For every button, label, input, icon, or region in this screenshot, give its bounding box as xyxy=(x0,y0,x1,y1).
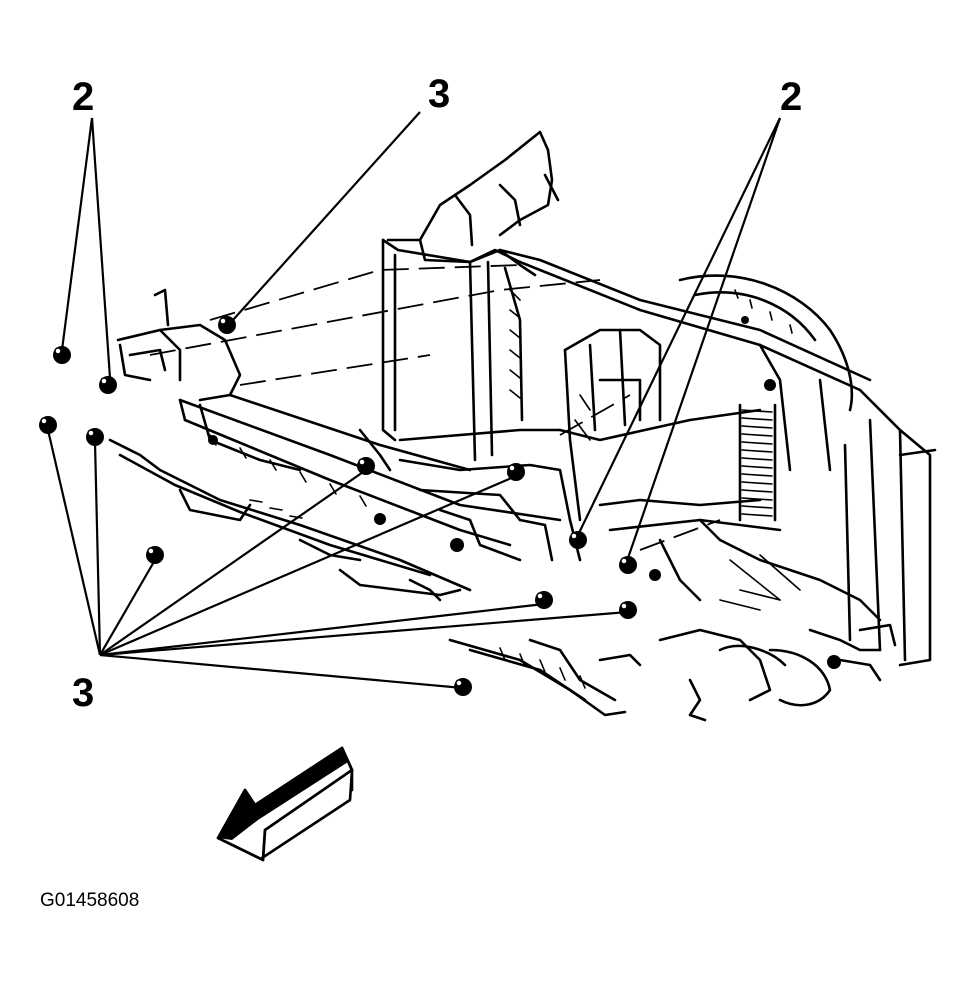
callout-label: 2 xyxy=(72,75,94,119)
bolt xyxy=(218,316,236,334)
hidden-lines xyxy=(149,264,721,551)
bolt xyxy=(741,316,749,324)
callout-labels: 2 3 2 3 xyxy=(72,72,802,715)
bolt xyxy=(146,546,164,564)
fastener-bolts xyxy=(39,316,841,696)
bolt xyxy=(619,556,637,574)
bolt xyxy=(827,655,841,669)
bolt xyxy=(649,569,661,581)
bolt xyxy=(569,531,587,549)
bolt xyxy=(99,376,117,394)
bolt xyxy=(535,591,553,609)
bolt xyxy=(53,346,71,364)
figure-id: G01458608 xyxy=(40,890,139,911)
leader-lines xyxy=(46,111,782,690)
bolt xyxy=(208,435,218,445)
bolt xyxy=(357,457,375,475)
callout-label: 2 xyxy=(780,75,802,119)
callout-label: 3 xyxy=(72,671,94,715)
front-bumper-beam xyxy=(108,288,562,602)
callout-label: 3 xyxy=(428,72,450,116)
vehicle-frame-drawing xyxy=(108,130,937,722)
bolt xyxy=(374,513,386,525)
front-arrow-icon xyxy=(216,746,354,862)
bolt xyxy=(39,416,57,434)
bolt xyxy=(86,428,104,446)
bolt xyxy=(450,538,464,552)
coil-spring xyxy=(738,403,777,522)
lower-air-dam xyxy=(448,638,642,717)
bolt xyxy=(507,463,525,481)
bolt xyxy=(764,379,776,391)
bolt xyxy=(619,601,637,619)
